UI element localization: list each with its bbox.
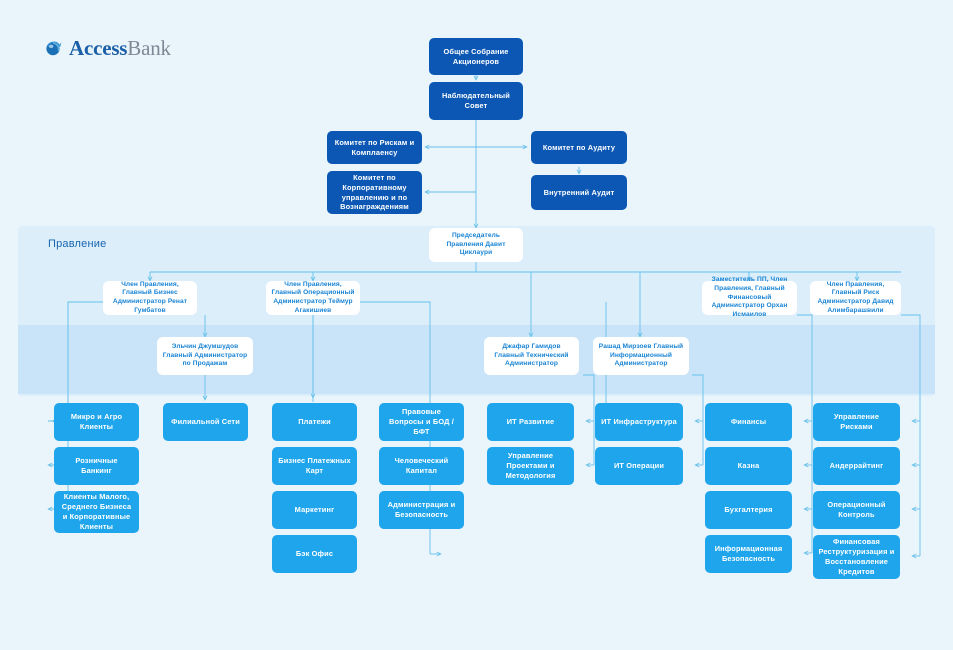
- brand-name-bank: Bank: [127, 36, 171, 60]
- unit-box-it-development-2[interactable]: Управление Проектами и Методология: [487, 447, 574, 485]
- node-chief-operating-administrator[interactable]: Член Правления, Главный Операционный Адм…: [266, 281, 360, 315]
- node-internal-audit[interactable]: Внутренний Аудит: [531, 175, 627, 210]
- unit-box-label: Администрация и Безопасность: [387, 500, 456, 519]
- unit-box-business-clients-3[interactable]: Клиенты Малого, Среднего Бизнеса и Корпо…: [54, 491, 139, 533]
- unit-box-label: ИТ Инфраструктура: [601, 417, 677, 427]
- unit-box-label: Платежи: [298, 417, 331, 427]
- unit-box-label: Бэк Офис: [295, 549, 334, 559]
- unit-box-label: Финансовая Реструктуризация и Восстановл…: [818, 537, 895, 576]
- unit-box-label: Правовые Вопросы и БОД / БФТ: [389, 407, 454, 436]
- unit-box-risk-3[interactable]: Операционный Контроль: [813, 491, 900, 529]
- unit-box-label: Управление Проектами и Методология: [505, 451, 556, 480]
- unit-box-label: Финансы: [730, 417, 767, 427]
- node-general-meeting-of-shareholders[interactable]: Общее Собрание Акционеров: [429, 38, 523, 75]
- unit-box-label: Розничные Банкинг: [75, 456, 118, 475]
- unit-box-label: Клиенты Малого, Среднего Бизнеса и Корпо…: [61, 492, 132, 531]
- unit-box-business-clients-1[interactable]: Микро и Агро Клиенты: [54, 403, 139, 441]
- unit-box-operations-1[interactable]: Платежи: [272, 403, 357, 441]
- node-chairman-of-the-board[interactable]: Председатель Правления Давит Циклаури: [429, 228, 523, 262]
- unit-box-finance-1[interactable]: Финансы: [705, 403, 792, 441]
- unit-box-label: Андеррайтинг: [829, 461, 884, 471]
- board-panel-label: Правление: [48, 238, 107, 250]
- unit-box-risk-4[interactable]: Финансовая Реструктуризация и Восстановл…: [813, 535, 900, 579]
- unit-box-finance-2[interactable]: Казна: [705, 447, 792, 485]
- accessbank-logo: AccessBank: [44, 36, 171, 61]
- globe-swoosh-icon: [44, 39, 63, 58]
- node-chief-business-administrator[interactable]: Член Правления, Главный Бизнес Администр…: [103, 281, 197, 315]
- unit-box-operations-4[interactable]: Бэк Офис: [272, 535, 357, 573]
- unit-box-business-clients-2[interactable]: Розничные Банкинг: [54, 447, 139, 485]
- unit-box-legal-hr-admin-3[interactable]: Администрация и Безопасность: [379, 491, 464, 529]
- unit-box-it-infrastructure-1[interactable]: ИТ Инфраструктура: [595, 403, 683, 441]
- node-chief-risk-administrator[interactable]: Член Правления, Главный Риск Администрат…: [810, 281, 901, 315]
- unit-box-legal-hr-admin-2[interactable]: Человеческий Капитал: [379, 447, 464, 485]
- unit-box-label: Маркетинг: [294, 505, 335, 515]
- unit-box-label: Бизнес Платежных Карт: [278, 456, 351, 475]
- node-chief-technology-administrator[interactable]: Джафар Гамидов Главный Технический Админ…: [484, 337, 579, 375]
- brand-wordmark: AccessBank: [69, 36, 171, 61]
- unit-box-label: Казна: [737, 461, 760, 471]
- node-chief-financial-administrator[interactable]: Заместитель ПП, Член Правления, Главный …: [702, 276, 797, 318]
- unit-box-label: Микро и Агро Клиенты: [70, 412, 123, 431]
- unit-box-finance-3[interactable]: Бухгалтерия: [705, 491, 792, 529]
- unit-box-legal-hr-admin-1[interactable]: Правовые Вопросы и БОД / БФТ: [379, 403, 464, 441]
- node-chief-information-administrator[interactable]: Рашад Мирзоев Главный Информационный Адм…: [593, 337, 689, 375]
- unit-box-operations-2[interactable]: Бизнес Платежных Карт: [272, 447, 357, 485]
- node-chief-sales-administrator[interactable]: Эльчин Джумшудов Главный Администратор п…: [157, 337, 253, 375]
- unit-box-it-development-1[interactable]: ИТ Развитие: [487, 403, 574, 441]
- unit-box-label: Управление Рисками: [833, 412, 880, 431]
- brand-name-access: Access: [69, 36, 128, 60]
- unit-box-label: Человеческий Капитал: [394, 456, 449, 475]
- node-audit-committee[interactable]: Комитет по Аудиту: [531, 131, 627, 164]
- node-risk-and-compliance-committee[interactable]: Комитет по Рискам и Комплаенсу: [327, 131, 422, 164]
- unit-box-label: Бухгалтерия: [724, 505, 773, 515]
- board-panel-inner-band: [18, 325, 935, 394]
- unit-box-label: Информационная Безопасность: [714, 544, 783, 563]
- unit-box-label: Операционный Контроль: [827, 500, 886, 519]
- unit-box-sales-network-1[interactable]: Филиальной Сети: [163, 403, 248, 441]
- unit-box-operations-3[interactable]: Маркетинг: [272, 491, 357, 529]
- unit-box-risk-2[interactable]: Андеррайтинг: [813, 447, 900, 485]
- unit-box-label: ИТ Операции: [613, 461, 665, 471]
- unit-box-it-infrastructure-2[interactable]: ИТ Операции: [595, 447, 683, 485]
- unit-box-finance-4[interactable]: Информационная Безопасность: [705, 535, 792, 573]
- unit-box-label: ИТ Развитие: [506, 417, 555, 427]
- node-corporate-governance-and-remuneration-committee[interactable]: Комитет по Корпоративному управлению и п…: [327, 171, 422, 214]
- node-supervisory-board[interactable]: Наблюдательный Совет: [429, 82, 523, 120]
- unit-box-label: Филиальной Сети: [171, 417, 240, 427]
- unit-box-risk-1[interactable]: Управление Рисками: [813, 403, 900, 441]
